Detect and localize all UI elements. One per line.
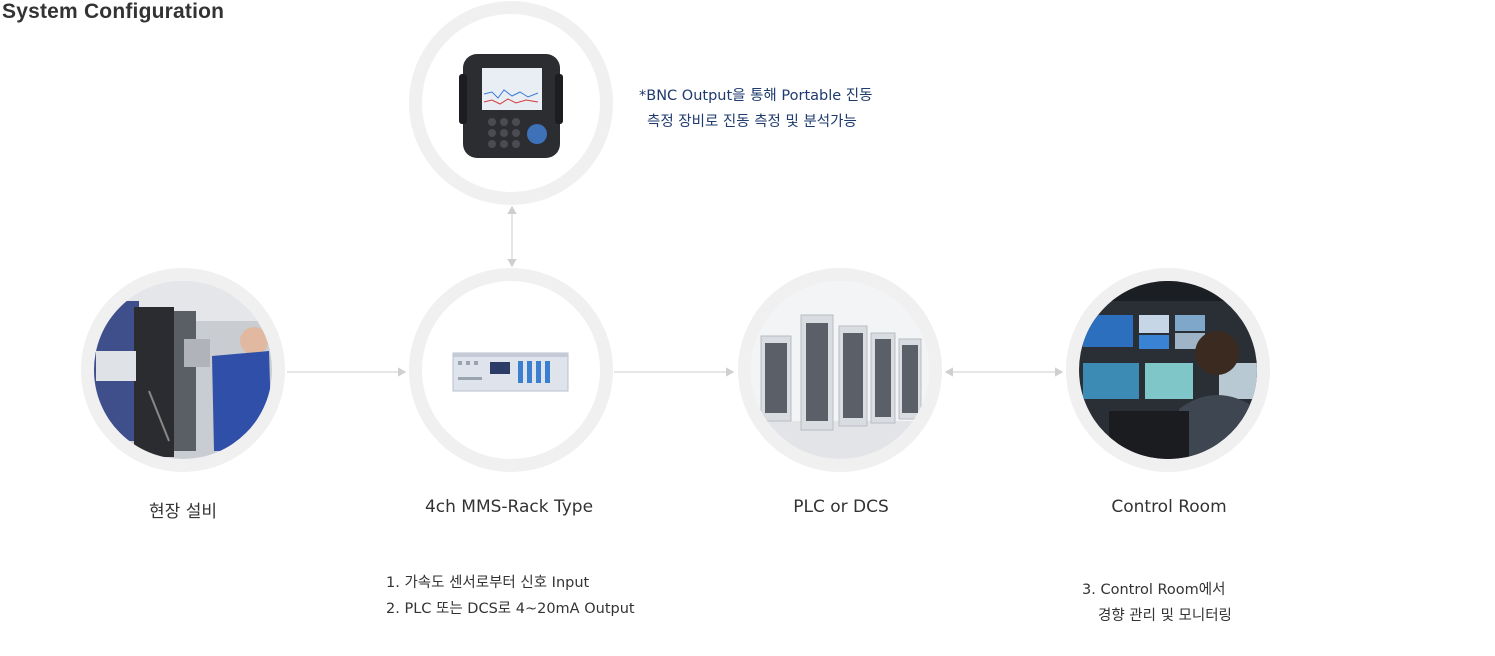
note-control: 3. Control Room에서 경향 관리 및 모니터링 [1082,577,1232,629]
node-plc-dcs [738,268,942,472]
note-control-line-2: 경향 관리 및 모니터링 [1098,608,1232,624]
rack-unit-icon [452,352,569,392]
label-rack: 4ch MMS-Rack Type [424,497,594,517]
note-portable-line-2: 측정 장비로 진동 측정 및 분석가능 [647,114,857,130]
server-racks-icon [751,281,929,459]
node-field-equipment [81,268,285,472]
node-control-room [1066,268,1270,472]
note-control-line-1: 3. Control Room에서 [1082,582,1226,598]
note-rack-line-1: 1. 가속도 센서로부터 신호 Input [386,575,590,591]
label-field-equipment: 현장 설비 [149,502,217,522]
field-equipment-icon [94,281,272,459]
label-plc-dcs: PLC or DCS [793,497,889,517]
portable-analyzer-icon [459,54,563,158]
node-rack [409,268,613,472]
control-room-icon [1079,281,1257,459]
note-portable-line-1: *BNC Output을 통해 Portable 진동 [639,88,873,104]
note-rack-line-2: 2. PLC 또는 DCS로 4~20mA Output [386,601,635,617]
label-control-room: Control Room [1111,497,1227,517]
page-title: System Configuration [2,0,225,23]
node-portable-analyzer [409,1,613,205]
note-portable: *BNC Output을 통해 Portable 진동 측정 장비로 진동 측정… [639,83,872,135]
note-rack: 1. 가속도 센서로부터 신호 Input 2. PLC 또는 DCS로 4~2… [386,570,635,622]
